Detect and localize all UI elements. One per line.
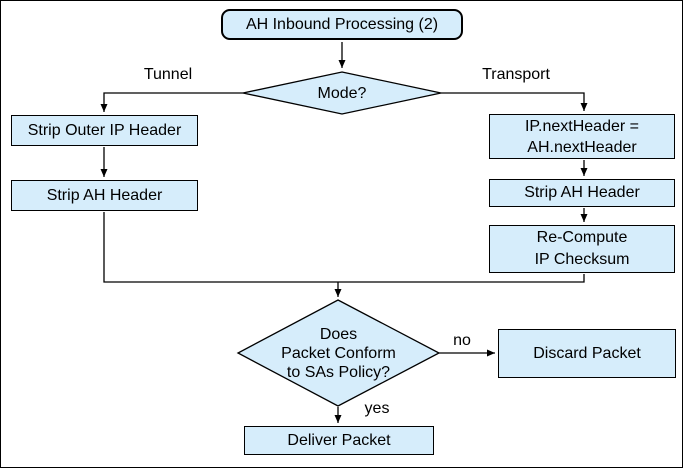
node-recompute-ip-checksum: Re-Compute IP Checksum: [489, 225, 675, 273]
node-strip-ah-header-right: Strip AH Header: [489, 179, 675, 207]
mode-decision-diamond: [242, 71, 442, 115]
edge-label-no: no: [453, 332, 471, 349]
node-ip-nextheader-assignment: IP.nextHeader = AH.nextHeader: [489, 114, 675, 159]
policy-decision-label: Does Packet Conform to SAs Policy?: [281, 325, 396, 381]
node-strip-ah-header-left: Strip AH Header: [11, 180, 198, 211]
node-discard-packet: Discard Packet: [498, 329, 676, 378]
edge-label-transport: Transport: [482, 66, 550, 83]
edge-label-tunnel: Tunnel: [143, 66, 193, 83]
mode-decision-label: Mode?: [317, 84, 367, 102]
node-start: AH Inbound Processing (2): [221, 9, 463, 40]
edge-label-yes: yes: [364, 400, 390, 417]
policy-decision-diamond: [236, 299, 441, 407]
node-strip-outer-ip-header: Strip Outer IP Header: [11, 115, 198, 146]
node-deliver-packet: Deliver Packet: [244, 426, 434, 455]
